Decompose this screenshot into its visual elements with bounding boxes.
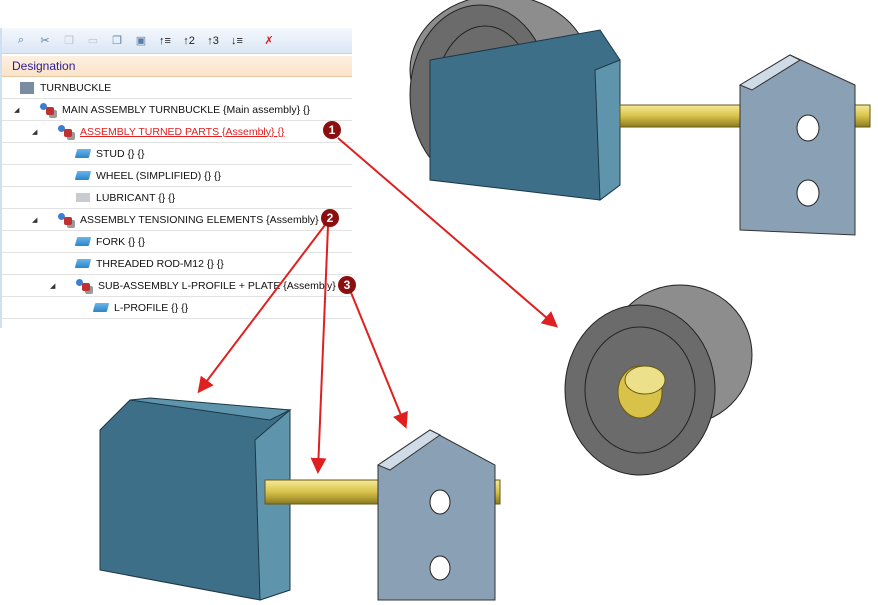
assembly-icon	[58, 124, 74, 139]
part-icon	[74, 237, 92, 246]
expand-toggle-icon[interactable]: ◢	[32, 128, 38, 136]
assembly-icon	[58, 212, 74, 227]
copy-icon[interactable]: ❐	[64, 35, 74, 47]
paste-special-icon[interactable]: ▣	[135, 35, 147, 47]
tree-item-main-assembly[interactable]: ◢ MAIN ASSEMBLY TURNBUCKLE {Main assembl…	[2, 99, 352, 121]
clear-sort-icon[interactable]: ✗	[264, 35, 274, 47]
tree-item-label: ASSEMBLY TENSIONING ELEMENTS {Assembly} …	[80, 213, 329, 226]
collapse-all-icon[interactable]: ↓≡	[231, 34, 243, 47]
tree-item-label: L-PROFILE {} {}	[114, 301, 189, 314]
structure-tree-panel: ⌕ ✂ ❐ ▭ ❐ ▣ ↑≡ ↑2 ↑3 ↓≡ ✗ Designation TU…	[0, 28, 352, 328]
copy-special-icon[interactable]: ❐	[112, 35, 122, 47]
part-icon	[74, 259, 92, 268]
tree-item-label: WHEEL (SIMPLIFIED) {} {}	[96, 169, 222, 182]
tree-item-label: LUBRICANT {} {}	[96, 191, 176, 204]
tree-item-lubricant[interactable]: LUBRICANT {} {}	[2, 187, 352, 209]
tree-item-fork[interactable]: FORK {} {}	[2, 231, 352, 253]
tree-item-turnbuckle[interactable]: TURNBUCKLE	[2, 77, 352, 99]
tree-item-label: MAIN ASSEMBLY TURNBUCKLE {Main assembly}…	[62, 103, 311, 116]
tree-item-threaded-rod[interactable]: THREADED ROD-M12 {} {}	[2, 253, 352, 275]
expand-level-3-icon[interactable]: ↑3	[207, 34, 219, 47]
root-icon	[20, 81, 34, 94]
lubricant-icon	[76, 193, 90, 202]
part-icon	[92, 303, 110, 312]
tree-item-label: THREADED ROD-M12 {} {}	[96, 257, 224, 270]
expand-level-2-icon[interactable]: ↑2	[183, 34, 195, 47]
part-icon	[74, 149, 92, 158]
tree-item-l-profile[interactable]: L-PROFILE {} {}	[2, 297, 352, 319]
expand-toggle-icon[interactable]: ◢	[32, 216, 38, 224]
tree-item-label: TURNBUCKLE	[40, 81, 112, 94]
expand-toggle-icon[interactable]: ◢	[50, 282, 56, 290]
assembled-turnbuckle-model	[409, 0, 871, 236]
tree-item-label: SUB-ASSEMBLY L-PROFILE + PLATE {Assembly…	[98, 279, 346, 292]
expand-toggle-icon[interactable]: ◢	[14, 106, 20, 114]
fork-model	[99, 397, 292, 601]
tree-item-sub-assembly-l-profile[interactable]: ◢ SUB-ASSEMBLY L-PROFILE + PLATE {Assemb…	[2, 275, 352, 297]
tree-item-wheel[interactable]: WHEEL (SIMPLIFIED) {} {}	[2, 165, 352, 187]
tree-item-label: FORK {} {}	[96, 235, 146, 248]
part-icon	[74, 171, 92, 180]
paste-icon[interactable]: ▭	[87, 35, 99, 47]
find-icon[interactable]: ⌕	[17, 34, 25, 46]
toolbar: ⌕ ✂ ❐ ▭ ❐ ▣ ↑≡ ↑2 ↑3 ↓≡ ✗	[2, 28, 352, 54]
assembly-icon	[76, 278, 92, 293]
assembly-icon	[40, 102, 56, 117]
expand-level-1-icon[interactable]: ↑≡	[159, 34, 171, 47]
tree-item-assembly-turned-parts[interactable]: ◢ ASSEMBLY TURNED PARTS {Assembly} {}	[2, 121, 352, 143]
tree-item-label: STUD {} {}	[96, 147, 145, 160]
wheel-model	[564, 284, 753, 476]
l-profile-plate-model	[376, 429, 496, 601]
column-header-designation[interactable]: Designation	[2, 56, 352, 77]
tree-item-assembly-tensioning-elements[interactable]: ◢ ASSEMBLY TENSIONING ELEMENTS {Assembly…	[2, 209, 352, 231]
tree-item-label: ASSEMBLY TURNED PARTS {Assembly} {}	[80, 125, 285, 138]
tree-item-stud[interactable]: STUD {} {}	[2, 143, 352, 165]
cut-icon[interactable]: ✂	[40, 35, 50, 47]
